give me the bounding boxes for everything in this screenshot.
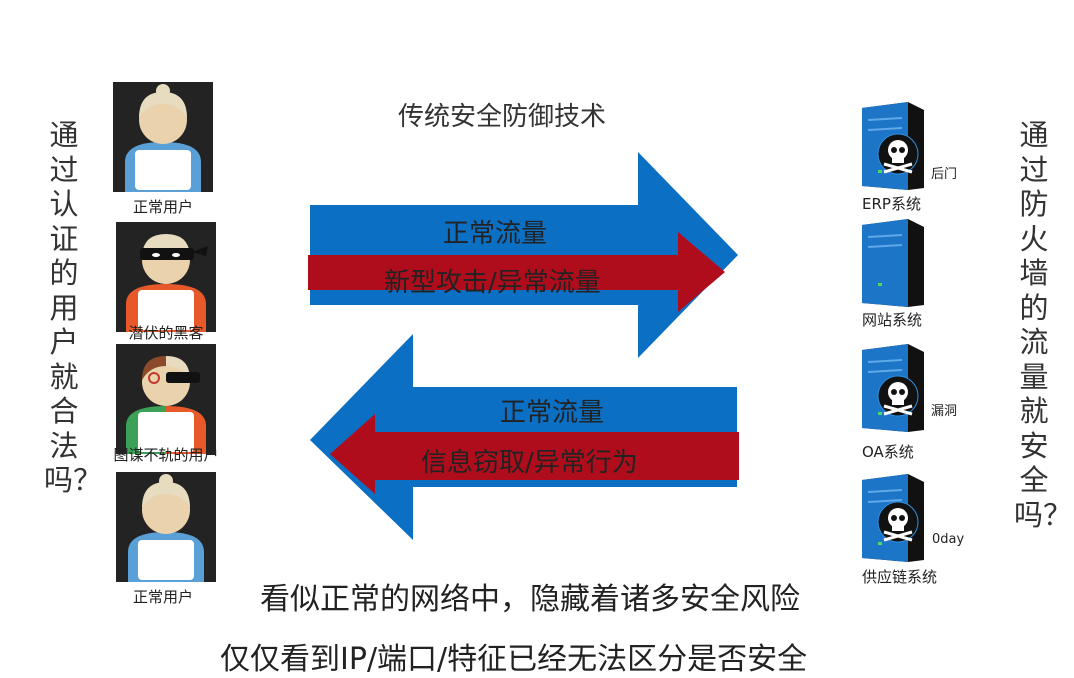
lower-theft-traffic-label: 信息窃取/异常行为 [421, 448, 638, 478]
supply-chain-server-label: 供应链系统 [862, 568, 938, 586]
lower-traffic-arrow [310, 334, 739, 540]
web-server-icon [862, 219, 924, 307]
supply-chain-server-icon [862, 474, 924, 562]
normal-user-icon [116, 472, 216, 582]
footer-line-1: 看似正常的网络中，隐藏着诸多安全风险 [260, 582, 800, 617]
web-server-label: 网站系统 [862, 311, 923, 329]
user-label: 正常用户 [132, 588, 193, 606]
erp-server-label: ERP系统 [862, 195, 921, 213]
oa-badge: 漏洞 [931, 404, 958, 419]
upper-traffic-arrow [308, 152, 738, 358]
upper-normal-traffic-label: 正常流量 [443, 219, 548, 249]
lower-normal-traffic-label: 正常流量 [500, 398, 605, 428]
diagram-title: 传统安全防御技术 [398, 102, 607, 132]
hacker-icon [116, 222, 216, 332]
user-label: 潜伏的黑客 [128, 324, 204, 342]
suspicious-user-icon [116, 344, 216, 454]
erp-badge: 后门 [931, 167, 958, 182]
erp-server-icon [862, 102, 924, 190]
user-label: 图谋不轨的用户 [113, 446, 219, 464]
normal-user-icon [113, 82, 213, 192]
oa-server-label: OA系统 [862, 443, 914, 461]
user-label: 正常用户 [132, 198, 193, 216]
oa-server-icon [862, 344, 924, 432]
upper-attack-traffic-label: 新型攻击/异常流量 [384, 268, 601, 298]
footer-line-2: 仅仅看到IP/端口/特征已经无法区分是否安全 [220, 642, 808, 677]
left-question: 通过认证的用户就合法吗？ [44, 118, 103, 497]
right-question: 通过防火墙的流量就安全吗？ [1014, 118, 1073, 532]
supply-chain-badge: 0day [932, 532, 965, 547]
